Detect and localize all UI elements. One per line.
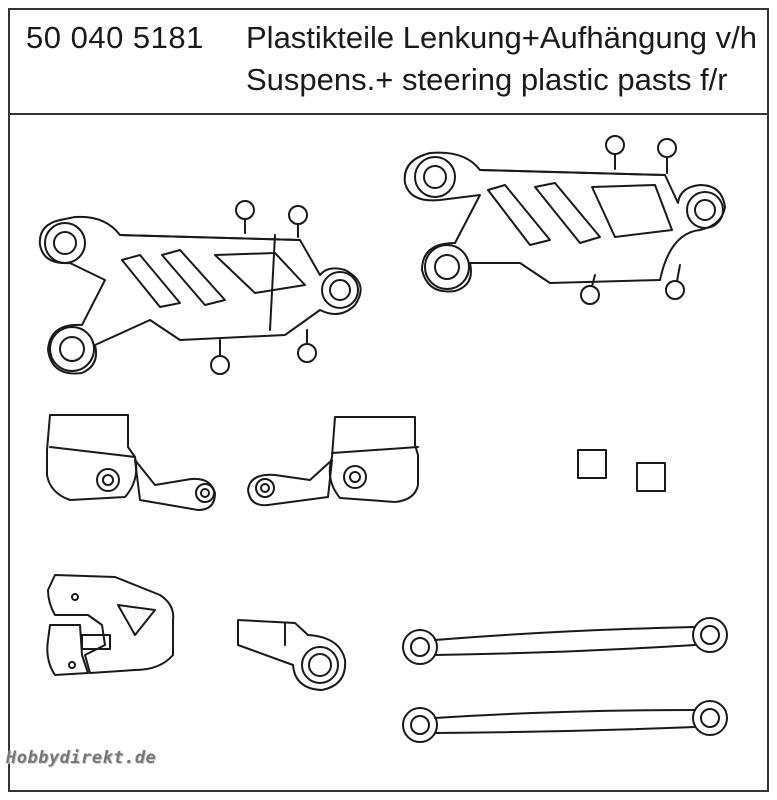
hub-carrier xyxy=(46,574,175,676)
part-number: 50 040 5181 xyxy=(26,20,204,55)
watermark-logo: Hobbydirekt.de xyxy=(6,748,157,768)
steering-arm xyxy=(237,619,347,691)
title-german: Plastikteile Lenkung+Aufhängung v/h xyxy=(246,20,758,55)
spacer-square-2 xyxy=(636,462,666,492)
parts-drawing xyxy=(38,135,728,743)
steering-knuckle-left xyxy=(46,414,216,511)
suspension-arm-right xyxy=(403,135,726,305)
parts-sheet: 50 040 5181 Plastikteile Lenkung+Aufhäng… xyxy=(8,8,769,792)
steering-knuckle-right xyxy=(247,416,419,507)
spacer-square-1 xyxy=(577,449,607,479)
header: 50 040 5181 Plastikteile Lenkung+Aufhäng… xyxy=(10,10,767,115)
title-english: Suspens.+ steering plastic pasts f/r xyxy=(246,62,728,97)
tie-rod-1 xyxy=(402,617,728,665)
tie-rod-2 xyxy=(402,700,728,743)
suspension-arm-left xyxy=(38,200,362,375)
